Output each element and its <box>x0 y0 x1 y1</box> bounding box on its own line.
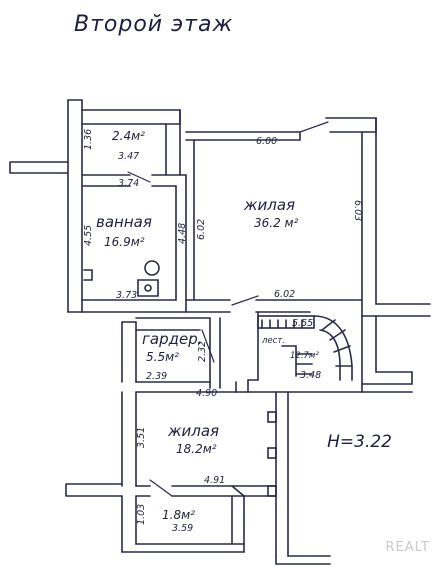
room-living-bottom-area: 18.2м² <box>176 442 217 456</box>
dim-2-32: 2.32 <box>197 340 208 362</box>
dim-1-36: 1.36 <box>83 128 94 150</box>
room-living-bottom-name: жилая <box>168 422 220 440</box>
room-bathroom-name: ванная <box>96 213 152 231</box>
dim-4-55: 4.55 <box>83 224 94 246</box>
dim-3-48: 3.48 <box>300 370 322 381</box>
dim-4-48: 4.48 <box>177 222 188 244</box>
stairs-area: 12.7м² <box>290 351 319 361</box>
dim-6-00: 6.00 <box>256 136 278 147</box>
wall-top-small <box>81 109 181 125</box>
dim-6-02-horizontal: 6.02 <box>274 289 296 300</box>
room-living-top-name: жилая <box>244 196 296 214</box>
dim-3-74: 3.74 <box>118 178 140 189</box>
dim-5-55: 5.55 <box>292 318 314 329</box>
watermark-logo: REALT <box>385 540 430 555</box>
dim-3-73: 3.73 <box>116 290 138 301</box>
dim-1-03: 1.03 <box>136 503 147 525</box>
dim-3-59: 3.59 <box>172 523 194 534</box>
floor-title: Второй этаж <box>74 12 234 37</box>
dim-6-03: 6.03 <box>352 200 363 222</box>
area-small-bottom: 1.8м² <box>162 508 195 522</box>
ceiling-height: H=3.22 <box>327 432 392 452</box>
dim-2-39: 2.39 <box>146 371 168 382</box>
stairs-name: лест. <box>262 336 285 346</box>
room-wardrobe-area: 5.5м² <box>146 350 179 364</box>
room-bathroom-area: 16.9м² <box>104 235 145 249</box>
dim-4-91: 4.91 <box>204 475 226 486</box>
dim-6-02-vertical: 6.02 <box>196 218 207 240</box>
dim-4-90: 4.90 <box>196 388 218 399</box>
room-living-top-area: 36.2 м² <box>254 216 299 230</box>
area-small-top: 2.4м² <box>112 129 145 143</box>
room-wardrobe-name: гардер. <box>142 330 203 348</box>
dim-3-51: 3.51 <box>136 426 147 448</box>
dim-3-47: 3.47 <box>118 151 140 162</box>
